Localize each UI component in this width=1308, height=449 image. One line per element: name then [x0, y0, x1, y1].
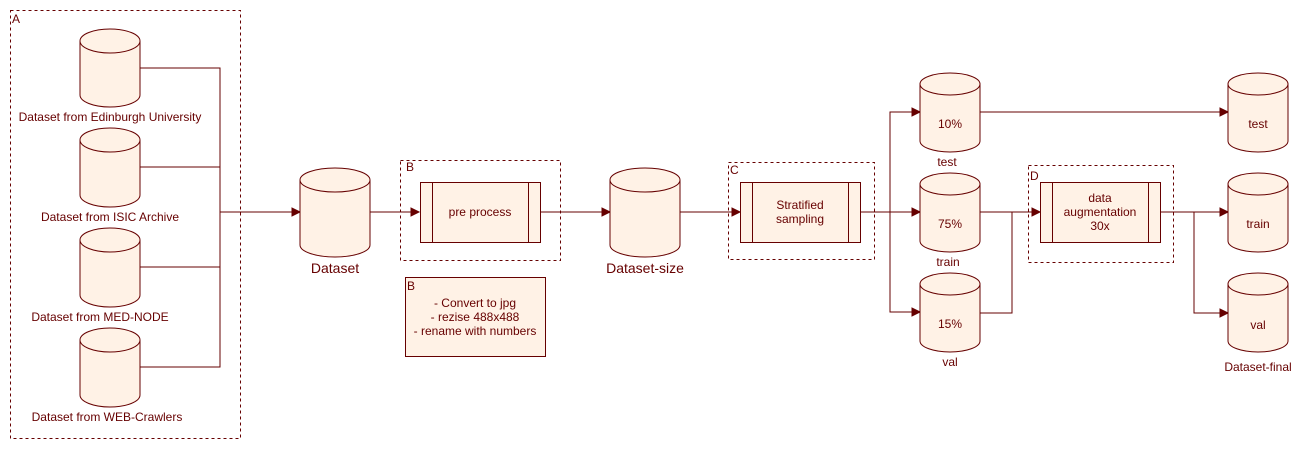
group-a-frame: [10, 10, 241, 439]
cylinder-train-split: [919, 172, 981, 253]
cylinder-dataset-size: [609, 167, 681, 258]
group-c-frame: [728, 162, 875, 260]
preprocess-note-box: [405, 277, 546, 357]
final-val-label: val: [1250, 318, 1266, 332]
cylinder-mednode: [79, 227, 141, 308]
cylinder-val-split: [919, 272, 981, 353]
dataset-final-label: Dataset-final: [1224, 360, 1292, 374]
dataset-label: Dataset: [310, 260, 360, 276]
group-d-frame: [1028, 165, 1174, 263]
group-a-letter: A: [12, 12, 21, 26]
cylinder-final-val: [1227, 272, 1289, 353]
test-split-pct: 10%: [937, 117, 963, 131]
train-split-pct: 75%: [937, 217, 963, 231]
preprocess-note-text: - Convert to jpg - rezise 488x488 - rena…: [413, 296, 537, 338]
process-sampling: [740, 182, 861, 243]
source-label-web: Dataset from WEB-Crawlers: [31, 410, 183, 424]
preprocess-label: pre process: [448, 205, 512, 219]
cylinder-dataset: [299, 167, 371, 258]
cylinder-edinburgh: [79, 28, 141, 108]
connectors: [140, 67, 1230, 368]
note-letter: B: [407, 279, 416, 293]
group-d-letter: D: [1030, 169, 1039, 183]
process-preprocess: [420, 182, 541, 243]
dataset-size-label: Dataset-size: [606, 260, 684, 276]
cylinder-final-test: [1227, 72, 1289, 153]
source-label-mednode: Dataset from MED-NODE: [31, 310, 169, 324]
train-split-label: train: [936, 255, 960, 269]
final-train-label: train: [1246, 217, 1270, 231]
val-split-label: val: [942, 355, 958, 369]
cylinder-test-split: [919, 72, 981, 153]
source-label-isic: Dataset from ISIC Archive: [40, 210, 180, 224]
sampling-label: Stratified sampling: [775, 198, 825, 226]
augmentation-label: data augmentation 30x: [1063, 191, 1137, 233]
final-test-label: test: [1248, 117, 1268, 131]
cylinder-isic: [79, 127, 141, 208]
process-augmentation: [1040, 182, 1161, 243]
group-b-letter: B: [406, 160, 415, 174]
val-split-pct: 15%: [937, 317, 963, 331]
group-b-frame: [400, 160, 561, 261]
group-c-letter: C: [730, 163, 739, 177]
cylinder-final-train: [1227, 172, 1289, 253]
source-label-edinburgh: Dataset from Edinburgh University: [18, 110, 202, 124]
cylinder-web: [79, 327, 141, 408]
test-split-label: test: [937, 155, 957, 169]
